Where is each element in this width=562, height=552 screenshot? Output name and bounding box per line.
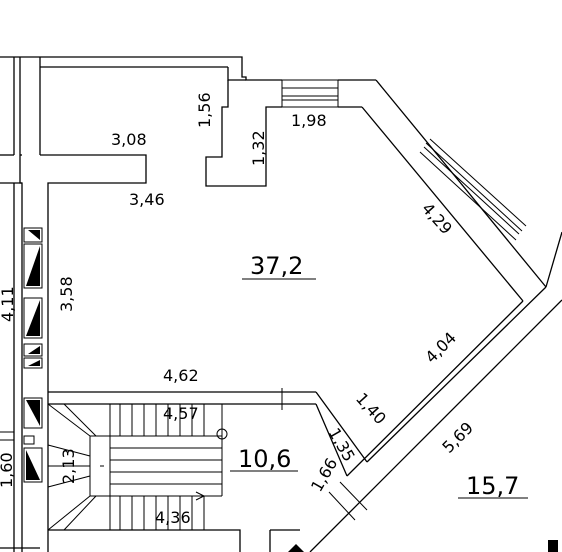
dim-156: 1,56 — [195, 92, 214, 128]
dim-346: 3,46 — [129, 190, 165, 209]
dim-358: 3,58 — [57, 276, 76, 312]
staircase — [47, 403, 228, 531]
dim-132: 1,32 — [249, 130, 268, 166]
dim-166: 1,66 — [307, 455, 341, 495]
bottom-clipped-symbols — [288, 540, 558, 552]
area-lower-right-room: 15,7 — [466, 472, 519, 500]
area-main-room: 37,2 — [250, 252, 303, 280]
area-stair-hall: 10,6 — [238, 445, 291, 473]
dim-198: 1,98 — [291, 111, 327, 130]
walls — [0, 56, 562, 552]
left-wall-symbols — [0, 227, 43, 483]
dim-160-partial: 1,60 — [0, 452, 16, 488]
dim-308: 3,08 — [111, 130, 147, 149]
dim-462: 4,62 — [163, 366, 199, 385]
dim-140: 1,40 — [352, 389, 390, 428]
area-labels: 37,2 10,6 15,7 — [238, 252, 519, 500]
dim-457: 4,57 — [163, 404, 199, 423]
dim-429: 4,29 — [418, 199, 456, 238]
dim-404: 4,04 — [421, 328, 460, 367]
dim-213: 2,13 — [59, 448, 78, 484]
dim-436: 4,36 — [155, 508, 191, 527]
area-underlines — [230, 278, 528, 499]
dim-411: 4,11 — [0, 286, 17, 322]
dim-569: 5,69 — [438, 418, 477, 457]
